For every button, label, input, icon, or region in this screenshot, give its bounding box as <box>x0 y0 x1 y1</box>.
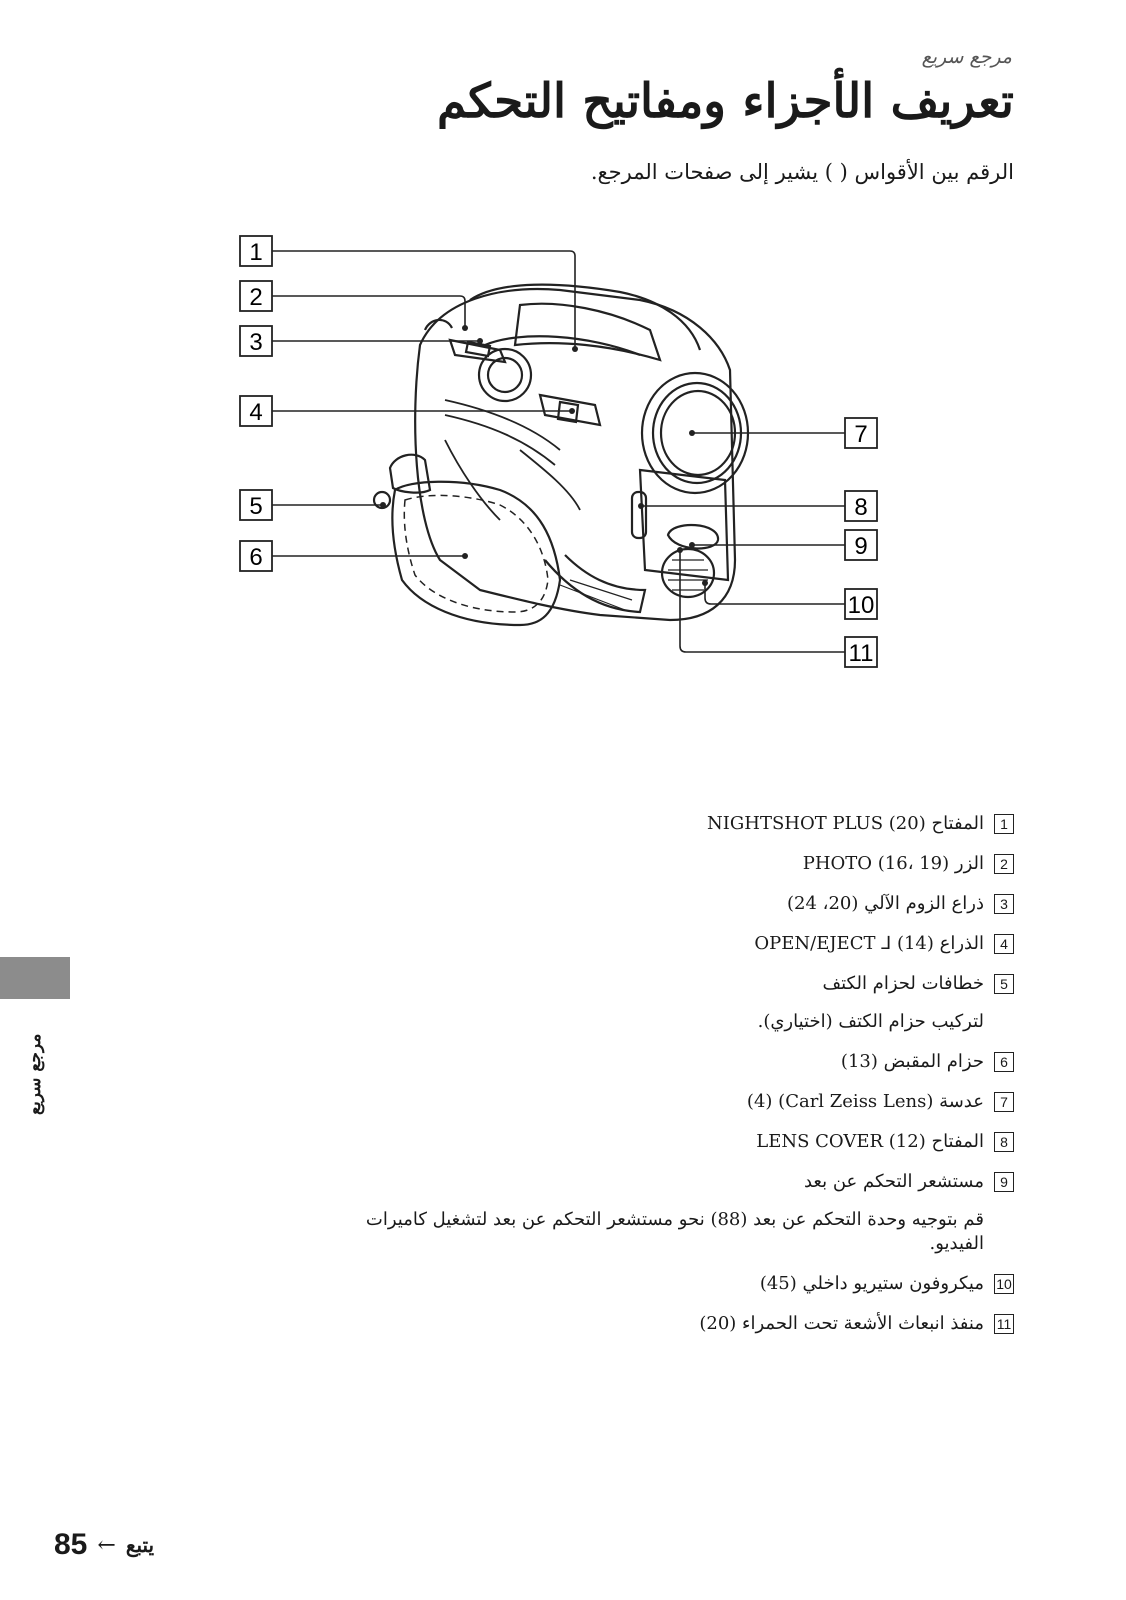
svg-text:3: 3 <box>249 329 262 356</box>
legend-item-5: 5 خطافات لحزام الكتف لتركيب حزام الكتف (اخ… <box>364 972 1014 1034</box>
camcorder-illustration <box>372 283 750 627</box>
callout-4: 4 <box>239 395 273 427</box>
svg-text:7: 7 <box>854 421 867 448</box>
callout-1: 1 <box>239 235 273 267</box>
legend-number: 10 <box>994 1274 1014 1294</box>
legend-item-10: 10 ميكروفون ستيريو داخلي (45) <box>364 1272 1014 1296</box>
legend-text: الذراع OPEN/EJECT ⅃ (14) <box>754 933 984 954</box>
section-tab <box>0 957 70 999</box>
legend-item-2: 2 الزر PHOTO (16، 19) <box>364 852 1014 876</box>
legend-number: 8 <box>994 1132 1014 1152</box>
legend-text: ميكروفون ستيريو داخلي (45) <box>759 1273 984 1294</box>
legend-number: 2 <box>994 854 1014 874</box>
svg-text:11: 11 <box>849 640 874 667</box>
callout-6: 6 <box>239 540 273 572</box>
svg-text:4: 4 <box>249 399 262 426</box>
svg-text:8: 8 <box>854 494 867 521</box>
svg-text:5: 5 <box>249 493 262 520</box>
leader-dots <box>380 325 708 586</box>
legend-number: 9 <box>994 1172 1014 1192</box>
page-footer: 85 ← يتبع <box>54 1528 154 1562</box>
legend-number: 3 <box>994 894 1014 914</box>
legend-item-6: 6 حزام المقبض (13) <box>364 1050 1014 1074</box>
legend-text: ذراع الزوم الآلي (20، 24) <box>786 893 984 914</box>
legend-text: مستشعر التحكم عن بعد <box>803 1171 984 1192</box>
legend-number: 11 <box>994 1314 1014 1334</box>
svg-text:2: 2 <box>249 284 262 311</box>
callout-5: 5 <box>239 489 273 521</box>
leader-lines <box>272 250 845 653</box>
callout-7: 7 <box>844 417 878 449</box>
legend-item-4: 4 الذراع OPEN/EJECT ⅃ (14) <box>364 932 1014 956</box>
legend-text: حزام المقبض (13) <box>840 1051 984 1072</box>
legend-text: عدسة (Carl Zeiss Lens) (4) <box>746 1091 984 1112</box>
svg-text:6: 6 <box>249 544 262 571</box>
legend-text: خطافات لحزام الكتف <box>822 973 984 994</box>
section-label: مرجع سريع <box>921 46 1012 68</box>
arrow-left-icon: ← <box>97 1532 116 1558</box>
legend-item-9: 9 مستشعر التحكم عن بعد قم بتوجيه وحدة التح… <box>364 1170 1014 1256</box>
callout-3: 3 <box>239 325 273 357</box>
legend-text: الزر PHOTO (16، 19) <box>802 853 984 874</box>
page-subtitle: الرقم بين الأقواس ( ) يشير إلى صفحات الم… <box>590 160 1014 184</box>
continued-label: يتبع <box>125 1533 155 1557</box>
legend-number: 4 <box>994 934 1014 954</box>
legend-number: 1 <box>994 814 1014 834</box>
legend-item-11: 11 منفذ انبعاث الأشعة تحت الحمراء (20) <box>364 1312 1014 1336</box>
camcorder-diagram: 1 2 3 4 5 6 7 8 9 10 11 <box>239 235 878 668</box>
callout-8: 8 <box>844 490 878 522</box>
legend-item-3: 3 ذراع الزوم الآلي (20، 24) <box>364 892 1014 916</box>
legend-subtext: لتركيب حزام الكتف (اختياري). <box>757 1011 984 1032</box>
svg-text:1: 1 <box>249 239 262 266</box>
callout-10: 10 <box>844 588 878 620</box>
parts-legend: 1 المفتاح NIGHTSHOT PLUS (20) 2 الزر PHOTO… <box>364 812 1014 1352</box>
page-title: تعريف الأجزاء ومفاتيح التحكم <box>436 74 1015 129</box>
legend-text: منفذ انبعاث الأشعة تحت الحمراء (20) <box>699 1313 984 1334</box>
page-number: 85 <box>54 1528 88 1561</box>
callout-11: 11 <box>844 636 878 668</box>
section-tab-label-wrapper: مرجع سريع <box>25 1015 75 1115</box>
legend-subtext: قم بتوجيه وحدة التحكم عن بعد (88) نحو مس… <box>365 1209 984 1254</box>
legend-number: 7 <box>994 1092 1014 1112</box>
callout-left-group: 1 2 3 4 5 6 <box>239 235 273 572</box>
callout-2: 2 <box>239 280 273 312</box>
legend-number: 6 <box>994 1052 1014 1072</box>
svg-text:10: 10 <box>848 592 875 619</box>
callout-right-group: 7 8 9 10 11 <box>844 417 878 668</box>
legend-item-1: 1 المفتاح NIGHTSHOT PLUS (20) <box>364 812 1014 836</box>
legend-number: 5 <box>994 974 1014 994</box>
callout-9: 9 <box>844 529 878 561</box>
legend-text: المفتاح LENS COVER (12) <box>756 1131 984 1152</box>
svg-text:9: 9 <box>854 533 867 560</box>
section-tab-label: مرجع سريع <box>25 1033 45 1115</box>
legend-text: المفتاح NIGHTSHOT PLUS (20) <box>707 813 984 834</box>
legend-item-7: 7 عدسة (Carl Zeiss Lens) (4) <box>364 1090 1014 1114</box>
legend-item-8: 8 المفتاح LENS COVER (12) <box>364 1130 1014 1154</box>
